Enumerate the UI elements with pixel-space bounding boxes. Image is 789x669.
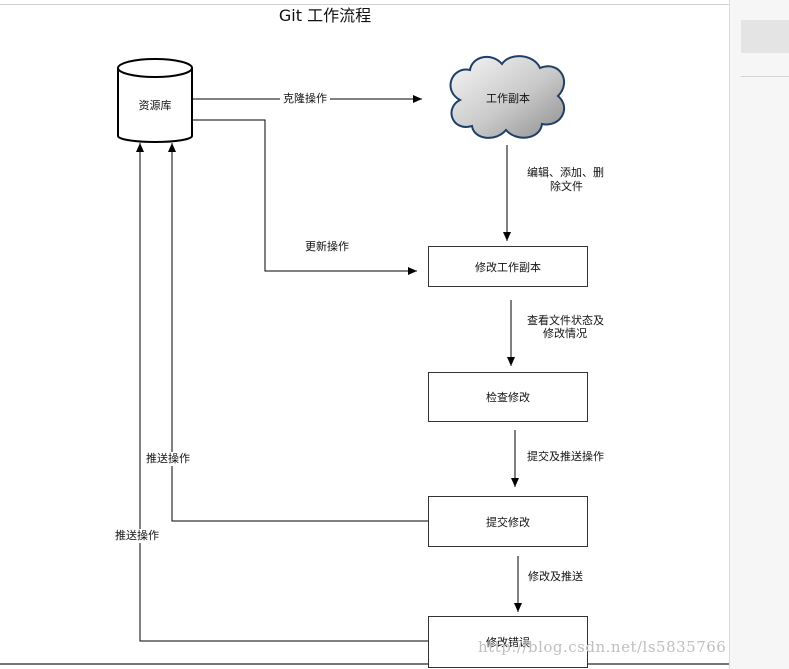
working-copy-cloud: [449, 55, 565, 139]
side-panel-divider: [741, 76, 789, 77]
edit-label-line1: 编辑、添加、删: [527, 166, 604, 179]
update-arrow: [193, 119, 417, 275]
watermark-text: http://blog.csdn.net/ls5835766: [478, 638, 727, 656]
side-panel-block: [741, 20, 789, 53]
fix-push-label: 修改及推送: [528, 570, 583, 583]
top-border: [0, 4, 729, 5]
clone-label: 克隆操作: [280, 92, 330, 106]
push-label-1: 推送操作: [143, 452, 193, 466]
status-label-line1: 查看文件状态及: [527, 314, 604, 327]
status-label-line2: 修改情况: [543, 327, 587, 340]
repository-cylinder: [117, 58, 193, 143]
fix-error-box: 修改错误: [428, 616, 588, 668]
commit-push-label: 提交及推送操作: [527, 450, 604, 463]
repository-node: 资源库: [138, 99, 172, 112]
right-side-panel: [729, 0, 789, 669]
working-copy-node: 工作副本: [486, 92, 530, 105]
update-label: 更新操作: [302, 240, 352, 254]
modify-working-copy-box: 修改工作副本: [428, 246, 588, 287]
commit-changes-box: 提交修改: [428, 496, 588, 547]
edit-label-line2: 除文件: [550, 180, 583, 193]
diagram-title: Git 工作流程: [278, 6, 372, 25]
bottom-border: [0, 663, 729, 665]
push-label-2: 推送操作: [112, 529, 162, 543]
push-arrow-2: [136, 143, 428, 642]
review-changes-box: 检查修改: [428, 372, 588, 422]
push-arrow-1: [168, 143, 428, 522]
